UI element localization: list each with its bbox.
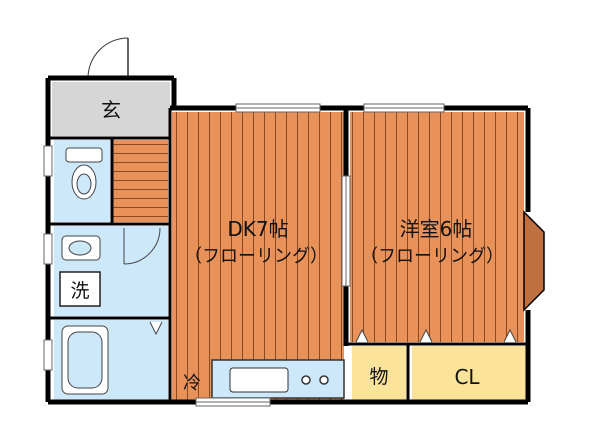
entrance-area xyxy=(52,82,170,136)
storage-label: 物 xyxy=(369,366,388,388)
entrance-door xyxy=(87,37,129,79)
western-label: 洋室6帖 xyxy=(400,217,473,241)
closet-label: CL xyxy=(454,365,480,389)
storage-room xyxy=(352,346,406,400)
entrance-label: 玄 xyxy=(101,98,121,122)
fridge-label: 冷 xyxy=(183,373,201,394)
western-room xyxy=(350,112,524,342)
closet xyxy=(412,346,526,400)
dk-floor-label: （フローリング） xyxy=(184,246,328,267)
bathtub-icon xyxy=(61,325,109,395)
bay-window xyxy=(523,210,545,312)
hallway-floor xyxy=(112,140,168,222)
toilet-icon xyxy=(65,147,103,200)
laundry-space: 洗 xyxy=(59,271,101,307)
laundry-label: 洗 xyxy=(70,280,89,302)
dk-label: DK7帖 xyxy=(227,217,288,241)
washbasin-icon xyxy=(61,235,101,261)
kitchen-counter xyxy=(211,359,345,399)
washroom-door xyxy=(123,227,161,265)
closet-door-marks xyxy=(355,328,517,343)
bath-door-mark xyxy=(149,321,163,336)
windows xyxy=(43,103,445,407)
dk-room xyxy=(172,112,344,402)
western-floor-label: （フローリング） xyxy=(360,246,504,267)
